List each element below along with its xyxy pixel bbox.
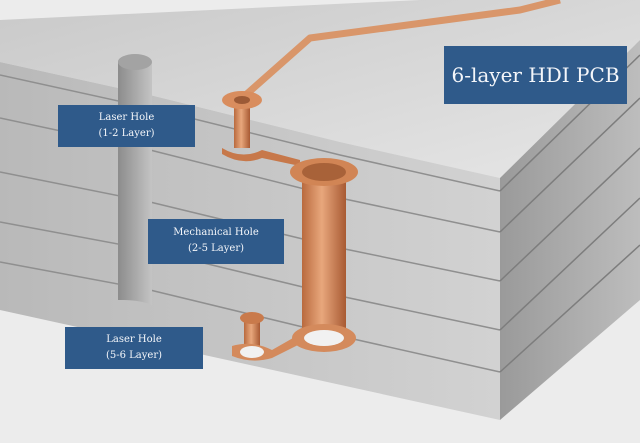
label-mechanical-hole-2-5: Mechanical Hole (2-5 Layer): [148, 219, 284, 264]
label-laser-hole-5-6-range: (5-6 Layer): [105, 350, 163, 361]
label-laser-hole-1-2-range: (1-2 Layer): [98, 128, 155, 139]
laser-via-bottom: [232, 312, 300, 361]
left-cut-slot: [118, 54, 152, 305]
label-mechanical-hole-range: (2-5 Layer): [187, 243, 245, 254]
laser-via-top: [222, 91, 300, 166]
board-top-surface: [0, 0, 640, 178]
diagram-title: 6-layer HDI PCB: [444, 46, 627, 104]
label-laser-hole-1-2: Laser Hole (1-2 Layer): [58, 105, 195, 147]
label-mechanical-hole-name: Mechanical Hole: [173, 227, 259, 238]
copper-trace: [237, 0, 561, 103]
label-laser-hole-5-6: Laser Hole (5-6 Layer): [65, 327, 203, 369]
board-right-face: [500, 40, 640, 420]
mechanical-via: [290, 158, 358, 352]
label-laser-hole-5-6-name: Laser Hole: [106, 334, 162, 345]
label-laser-hole-1-2-name: Laser Hole: [98, 112, 155, 123]
